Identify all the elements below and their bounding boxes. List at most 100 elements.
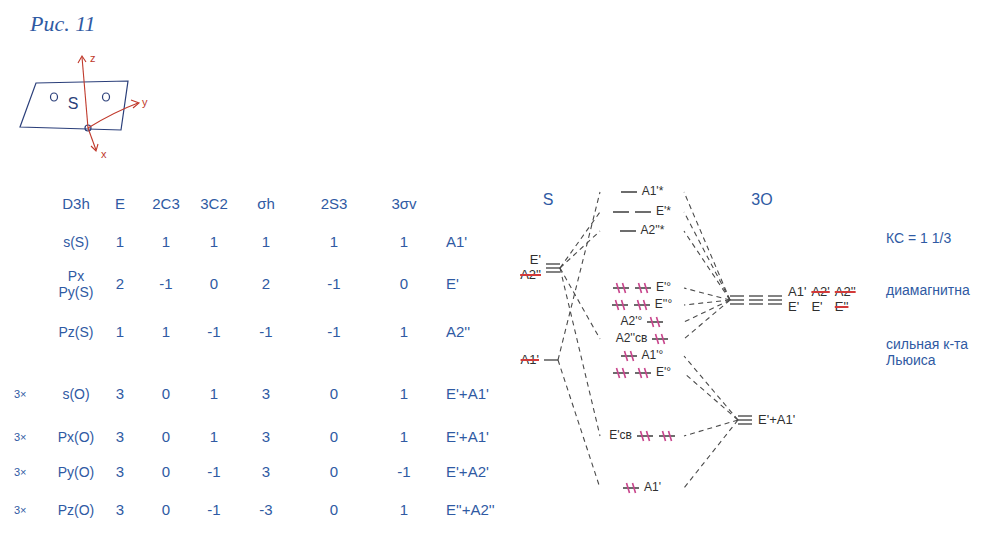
character-value: 3 [116, 463, 124, 480]
note-text: КС = 1 1/3 [886, 230, 951, 246]
correlation-line [560, 268, 600, 339]
level-bar [768, 299, 782, 300]
oxygen-atom [51, 93, 58, 101]
correlation-line [558, 360, 600, 488]
orbital-label: A1'° [642, 349, 664, 363]
irrep-label: E' [446, 275, 459, 292]
level-bar [620, 230, 636, 231]
level-bar [635, 287, 651, 288]
energy-level [623, 480, 639, 496]
group-name: D3h [62, 195, 90, 212]
electron-mark [615, 300, 618, 310]
column-header: 3C2 [200, 195, 228, 212]
energy-level [621, 184, 637, 200]
electron-mark [646, 431, 649, 441]
electron-mark [616, 283, 619, 293]
irrep-label: E'+A1' [446, 428, 489, 445]
character-value: 0 [330, 428, 338, 445]
correlation-line [684, 356, 738, 420]
multiplier: 3× [14, 504, 27, 517]
level-bar [768, 295, 782, 296]
irrep-label: E'+A2' [446, 463, 489, 480]
row-header: Pz(O) [58, 502, 95, 518]
character-value: 3 [116, 501, 124, 518]
level-bar [635, 211, 651, 212]
orbital-label: E'св [609, 429, 632, 443]
level-bar [738, 419, 752, 420]
molecular-plane [20, 81, 128, 130]
character-value: -3 [259, 501, 272, 518]
orbital-label: A1' [788, 285, 806, 300]
character-value: 1 [400, 428, 408, 445]
electron-mark [644, 283, 647, 293]
correlation-line [560, 268, 600, 436]
irrep-label: A2'' [446, 323, 470, 340]
energy-level [612, 297, 650, 313]
orbital-label: E'+A1' [758, 413, 795, 428]
axis-label: z [90, 52, 96, 65]
electron-mark [657, 317, 660, 327]
row-header: s(O) [62, 386, 89, 402]
column-header: 2C3 [152, 195, 180, 212]
orbital-level: A1' [521, 352, 558, 368]
row-header: Px(O) [58, 429, 95, 445]
level-bar [623, 487, 639, 488]
level-bar [634, 304, 650, 305]
character-value: 3 [116, 385, 124, 402]
correlation-line [684, 300, 730, 339]
orbital-label: A2' [811, 285, 829, 300]
energy-level [647, 314, 663, 330]
note-text: диамагнитна [886, 282, 970, 298]
level-bar [546, 271, 560, 272]
electron-mark [622, 283, 625, 293]
column-header: σh [257, 195, 275, 212]
electron-mark [638, 368, 641, 378]
electron-mark [662, 334, 665, 344]
irrep-label: A1' [446, 233, 467, 250]
character-value: 3 [262, 463, 270, 480]
orbital-level: E''° [600, 297, 684, 313]
energy-level [730, 292, 782, 308]
energy-level [652, 331, 668, 347]
orbital-label: E'° [656, 281, 671, 295]
orbital-label: A2''* [641, 224, 665, 238]
orbital-label: A2''св [616, 332, 648, 346]
electron-mark [656, 334, 659, 344]
atom-label: S [68, 95, 79, 113]
orbital-label: E' [788, 300, 806, 315]
character-value: 0 [162, 428, 170, 445]
oxygen-atom [103, 93, 110, 101]
note-text: сильная к-та Льюиса [886, 336, 996, 368]
orbital-level: E'св [600, 428, 684, 444]
character-value: 0 [210, 275, 218, 292]
character-value: -1 [159, 275, 172, 292]
correlation-line [684, 212, 730, 300]
electron-mark [621, 300, 624, 310]
level-bar [544, 359, 558, 360]
level-bar [647, 321, 663, 322]
level-bar [730, 299, 744, 300]
electron-mark [616, 368, 619, 378]
orbital-label: A1' [521, 353, 539, 368]
character-value: 2 [116, 275, 124, 292]
level-bar [738, 415, 752, 416]
character-value: -1 [397, 463, 410, 480]
character-value: -1 [207, 323, 220, 340]
correlation-line [684, 420, 738, 436]
electron-mark [662, 431, 665, 441]
electron-mark [624, 351, 627, 361]
electron-mark [638, 283, 641, 293]
level-bar [546, 263, 560, 264]
orbital-label: E' [530, 253, 541, 268]
electron-mark [633, 483, 636, 493]
energy-level [620, 223, 636, 239]
axis-label: x [101, 148, 107, 161]
row-header: Pz(S) [59, 324, 94, 340]
level-bar [738, 423, 752, 424]
axis-line [82, 57, 88, 128]
character-value: 3 [262, 428, 270, 445]
character-value: 1 [400, 501, 408, 518]
column-header: 2S3 [321, 195, 348, 212]
character-value: 1 [330, 233, 338, 250]
